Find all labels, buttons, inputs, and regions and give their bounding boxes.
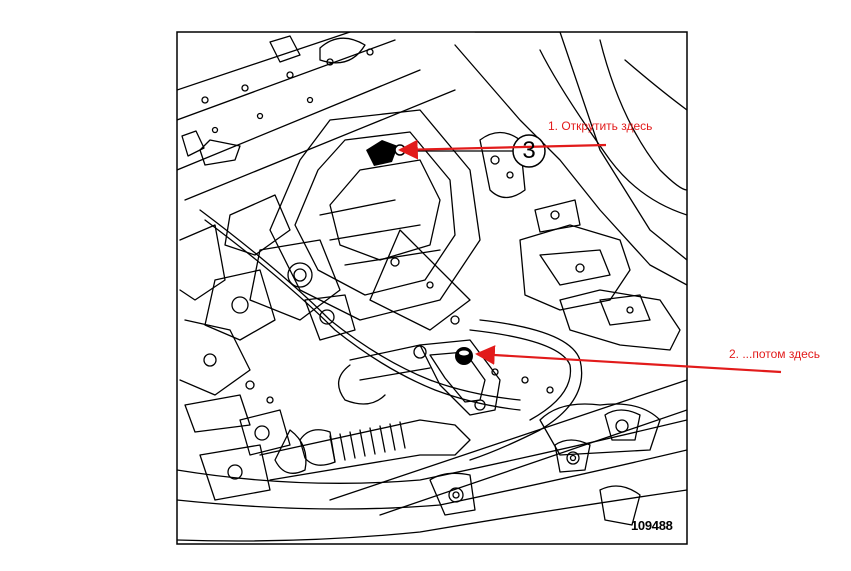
arrow-step2: [475, 345, 782, 374]
step-2-annotation: 2. ...потом здесь: [729, 347, 821, 361]
arrow-step1: [398, 139, 607, 160]
nut-2-marker: [455, 347, 473, 365]
step-1-annotation: 1. Открутить здесь: [548, 119, 653, 133]
technical-line-art: [177, 32, 687, 542]
rail-holes: [201, 48, 374, 134]
callout-3-label: 3: [522, 137, 536, 164]
figure-number: 109488: [631, 518, 673, 533]
misc-bolts: [245, 257, 554, 404]
